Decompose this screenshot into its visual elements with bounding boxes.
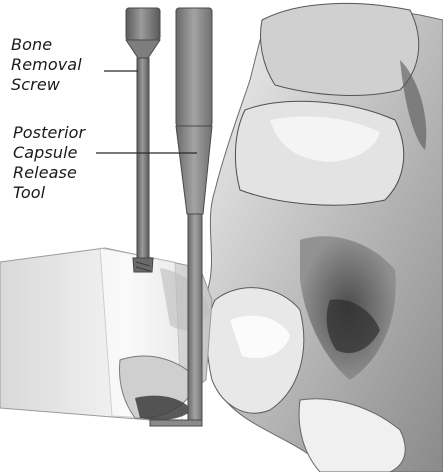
label-line: Posterior <box>13 123 85 143</box>
label-line: Capsule <box>13 143 85 163</box>
bone-removal-screw-label: Bone Removal Screw <box>11 35 82 95</box>
tibia-bone <box>0 248 212 420</box>
bone-removal-screw <box>126 8 160 272</box>
label-line: Screw <box>11 75 82 95</box>
label-line: Release <box>13 163 85 183</box>
foot-bone-mass <box>205 3 443 472</box>
label-line: Tool <box>13 183 85 203</box>
posterior-capsule-release-tool-label: Posterior Capsule Release Tool <box>13 123 85 203</box>
label-line: Removal <box>11 55 82 75</box>
label-line: Bone <box>11 35 82 55</box>
